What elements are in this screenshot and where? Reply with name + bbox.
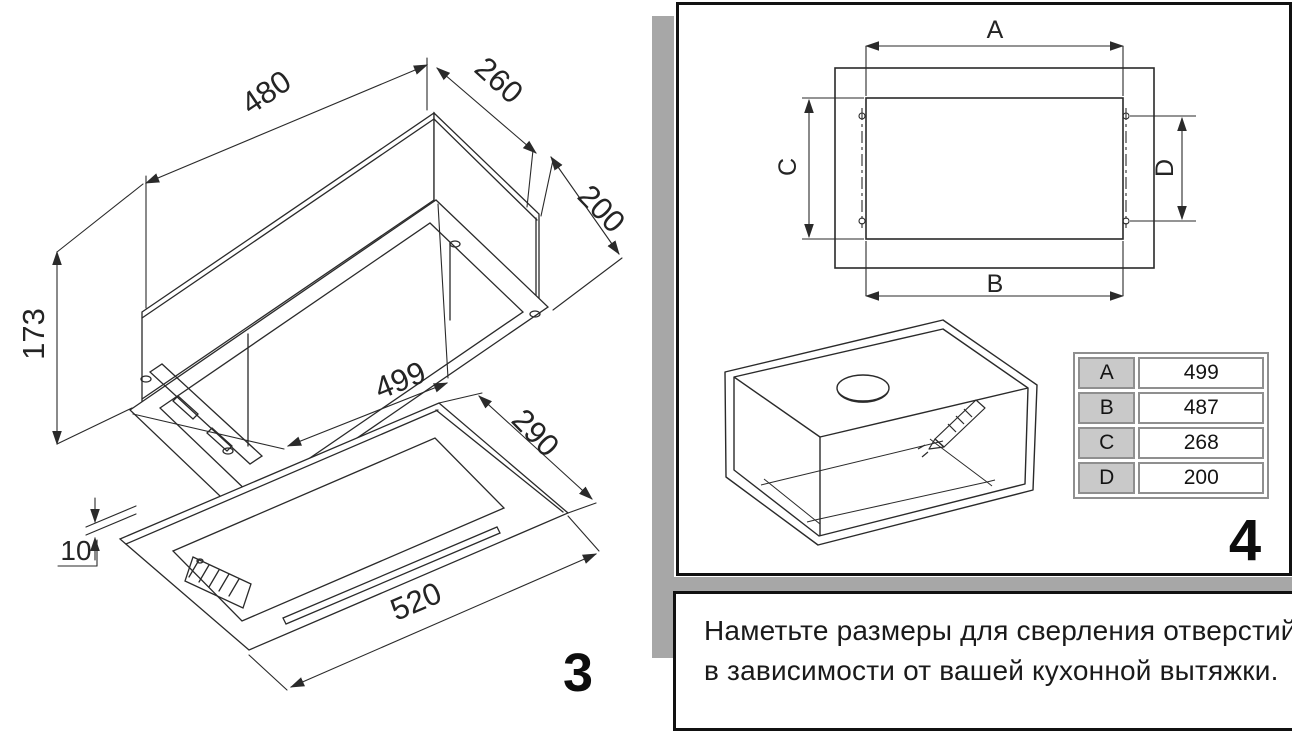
dim-label-173: 173 xyxy=(16,308,51,360)
table-cell-label: C xyxy=(1078,427,1136,459)
decor-panel xyxy=(118,402,570,651)
divider-strip-vertical xyxy=(652,16,674,658)
hood-flange xyxy=(128,199,550,518)
table-cell-label: A xyxy=(1078,357,1136,389)
table-cell-label: D xyxy=(1078,462,1136,494)
dim-label-499: 499 xyxy=(370,354,431,406)
step-number-3: 3 xyxy=(563,643,593,703)
table-cell-value: 487 xyxy=(1138,392,1264,424)
instruction-line-1: Наметьте размеры для сверления отверстий xyxy=(704,615,1292,646)
hood-body xyxy=(141,111,540,406)
table-row: C 268 xyxy=(1078,427,1264,459)
hood-isometric-drawing: 480 260 200 173 499 290 10 520 3 xyxy=(16,50,632,703)
table-row: B 487 xyxy=(1078,392,1264,424)
panel-latch xyxy=(184,556,252,609)
dim-label-480: 480 xyxy=(235,63,297,121)
table-row: A 499 xyxy=(1078,357,1264,389)
dim-label-260: 260 xyxy=(468,50,530,111)
table-cell-value: 499 xyxy=(1138,357,1264,389)
divider-strip-horizontal xyxy=(674,577,1292,591)
dim-label-200: 200 xyxy=(571,178,632,240)
dimension-table: A 499 B 487 C 268 D 200 xyxy=(1073,352,1269,499)
table-cell-label: B xyxy=(1078,392,1136,424)
dim-label-520: 520 xyxy=(385,575,446,627)
instruction-box: Наметьте размеры для сверления отверстий… xyxy=(673,591,1292,731)
dimension-lines-left xyxy=(52,57,623,691)
dim-label-10: 10 xyxy=(60,535,91,566)
dim-label-290: 290 xyxy=(505,402,566,464)
table-cell-value: 268 xyxy=(1138,427,1264,459)
table-cell-value: 200 xyxy=(1138,462,1264,494)
instruction-line-2: в зависимости от вашей кухонной вытяжки. xyxy=(704,655,1279,686)
table-row: D 200 xyxy=(1078,462,1264,494)
